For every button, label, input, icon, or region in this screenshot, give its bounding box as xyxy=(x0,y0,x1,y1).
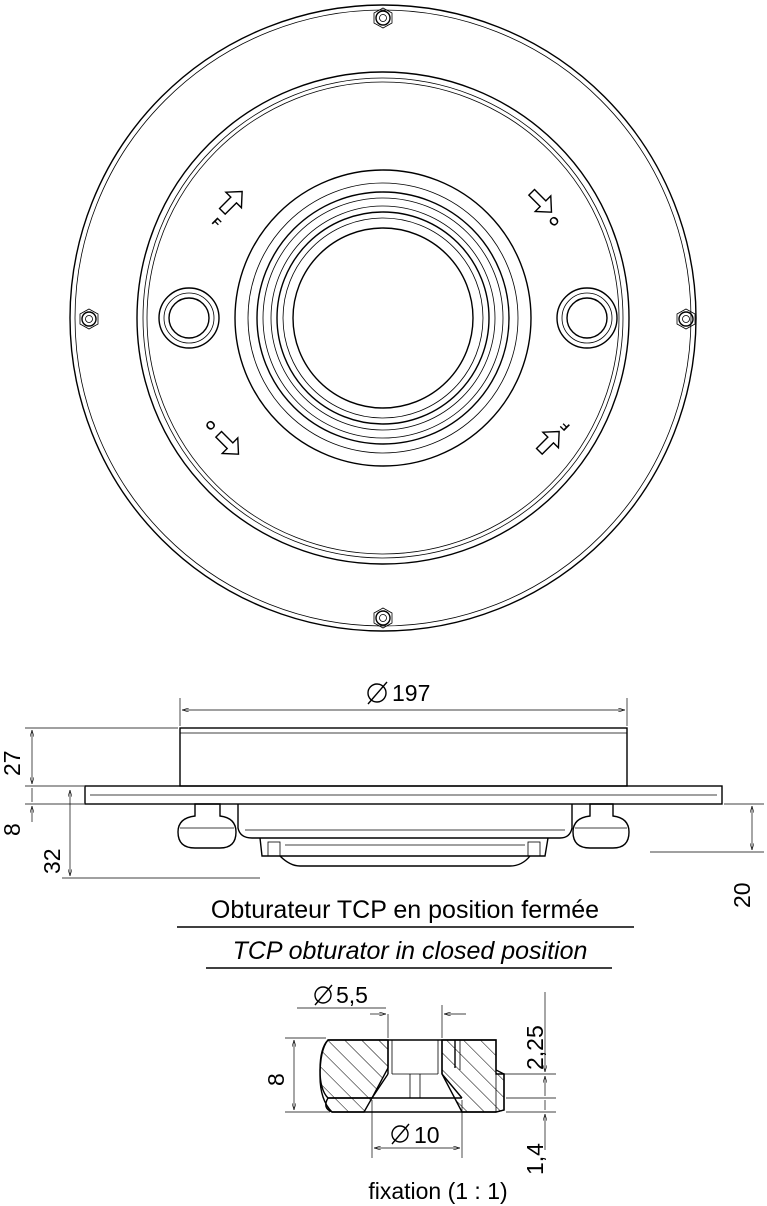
dia-5-5-label: 5,5 xyxy=(336,982,368,1008)
right-knob xyxy=(556,287,618,349)
caption-en: TCP obturator in closed position xyxy=(233,937,588,965)
rotate-arrow-icon: O xyxy=(202,417,240,455)
dim-32-label: 32 xyxy=(39,848,65,874)
svg-text:O: O xyxy=(546,213,563,230)
fixation-section xyxy=(319,1039,505,1113)
rotating-ring xyxy=(256,191,510,445)
diameter-icon xyxy=(391,1123,410,1145)
dim-8-label: 8 xyxy=(0,823,25,836)
fixation-detail: 5,5 8 10 2,25 1,4 fixation (1 : 1) xyxy=(263,982,556,1204)
caption-fr: Obturateur TCP en position fermée xyxy=(211,896,599,924)
screw-icon xyxy=(373,7,393,29)
right-knob-side xyxy=(572,803,630,849)
diameter-icon xyxy=(314,984,333,1006)
rotate-arrow-icon: F xyxy=(209,190,243,230)
inner-body-ring xyxy=(136,71,630,565)
left-knob-side xyxy=(177,803,237,849)
dim-1-4-label: 1,4 xyxy=(522,1143,548,1175)
svg-text:F: F xyxy=(557,419,572,434)
outer-flange-ring xyxy=(69,4,697,632)
dim-27-label: 27 xyxy=(0,750,25,776)
dim-2-25-label: 2,25 xyxy=(522,1025,548,1070)
dia-10-label: 10 xyxy=(414,1122,440,1148)
central-opening xyxy=(292,227,474,409)
screw-icon xyxy=(79,308,99,330)
top-view: F O O F xyxy=(69,4,697,632)
screw-icon xyxy=(676,308,696,330)
flange xyxy=(84,785,723,805)
side-view: 197 27 8 32 20 Obturateur TCP en positio… xyxy=(0,680,764,969)
dim-8-detail-label: 8 xyxy=(263,1073,289,1086)
rotate-arrow-icon: F xyxy=(535,419,573,456)
dim-20-label: 20 xyxy=(729,882,755,908)
diameter-icon xyxy=(367,681,388,705)
body-upper xyxy=(179,727,628,787)
lower-ring xyxy=(237,804,573,839)
svg-text:F: F xyxy=(209,215,224,230)
rotate-arrow-icon: O xyxy=(527,188,563,230)
svg-text:O: O xyxy=(202,417,219,434)
left-knob xyxy=(158,287,220,349)
fixation-caption: fixation (1 : 1) xyxy=(368,1178,507,1204)
screw-icon xyxy=(373,607,393,629)
diameter-197-label: 197 xyxy=(392,680,430,706)
